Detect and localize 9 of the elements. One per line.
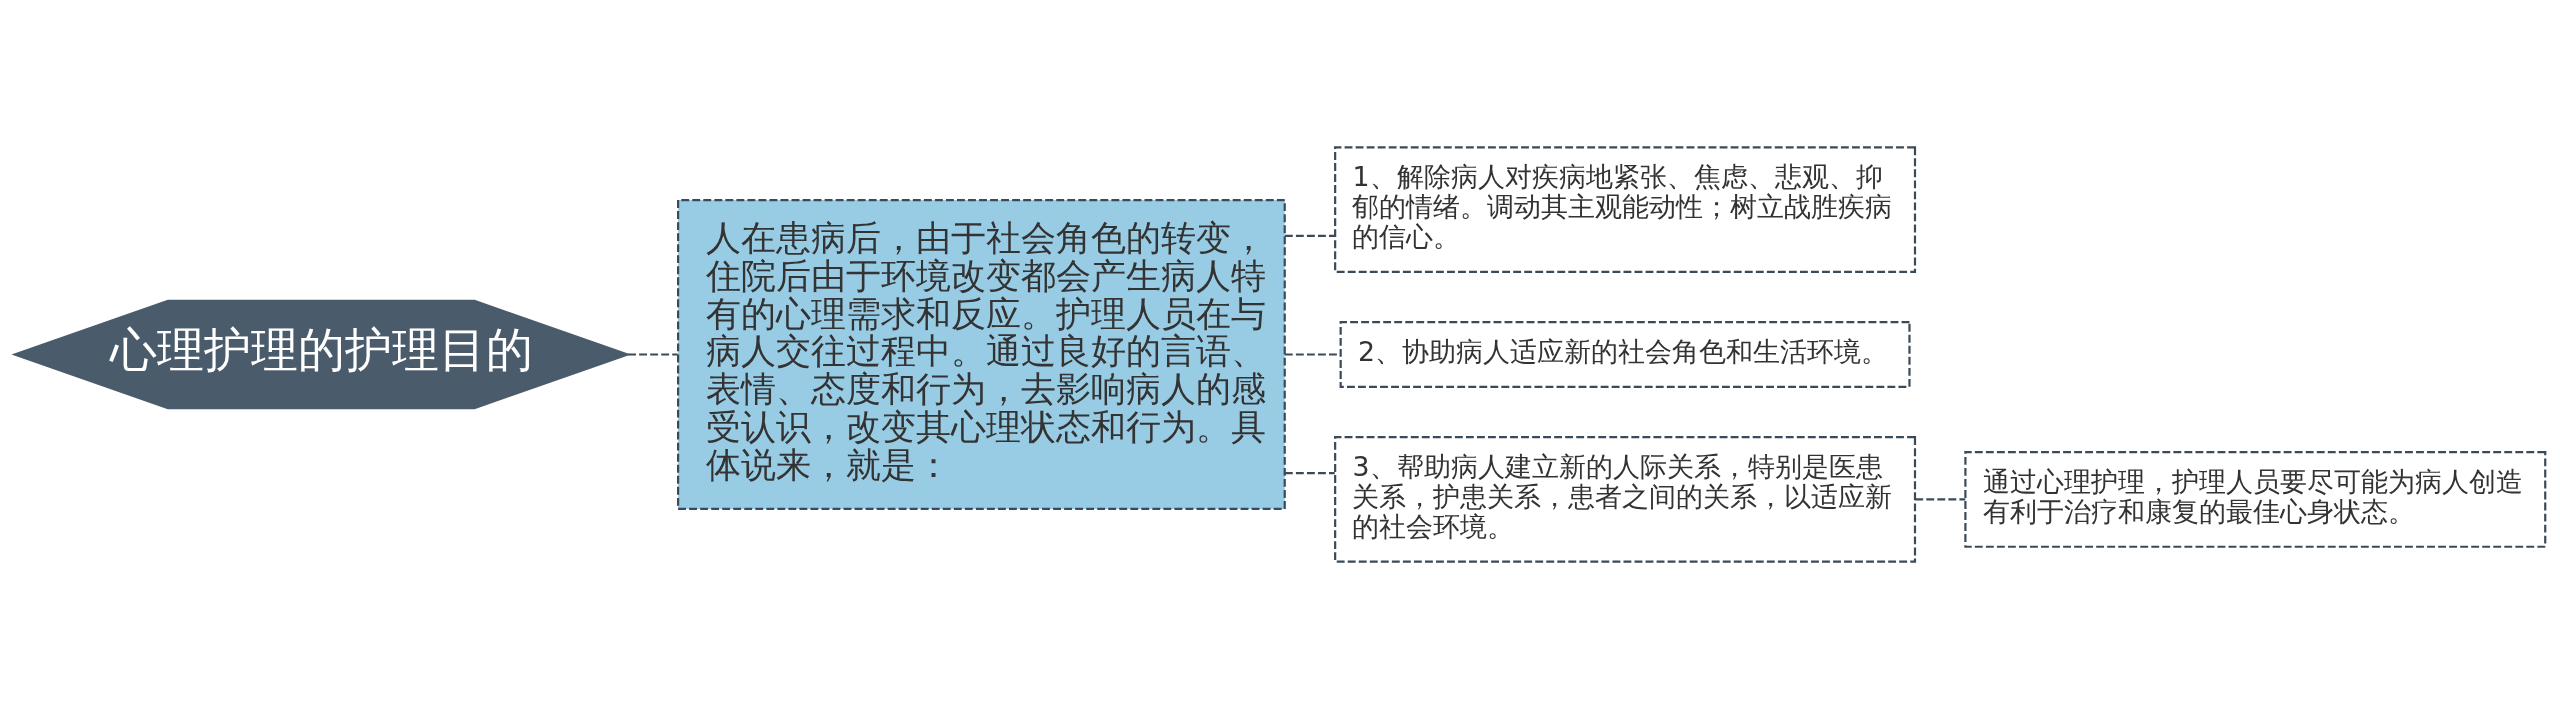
node-box: 通过心理护理，护理人员要尽可能为病人创造有利于治疗和康复的最佳心身状态。 xyxy=(1964,450,2547,548)
connector xyxy=(628,352,678,356)
connector xyxy=(1915,497,1966,501)
connector xyxy=(1284,234,1335,237)
node-box: 人在患病后，由于社会角色的转变，住院后由于环境改变都会产生病人特有的心理需求和反应。护理人员在与病人交往过程中。通过良好的言语、表情、态度和行为，去影响病人的感受认识，改变其心理状态和行为。具体说来，就是： xyxy=(677,198,1286,510)
node-box: 2、协助病人适应新的社会角色和生活环境。 xyxy=(1339,320,1911,388)
node-box: 3、帮助病人建立新的人际关系，特别是医患关系，护患关系，患者之间的关系，以适应新的社会环境。 xyxy=(1334,435,1917,563)
node-box: 1、解除病人对疾病地紧张、焦虑、悲观、抑郁的情绪。调动其主观能动性；树立战胜疾病的信心。 xyxy=(1334,145,1917,273)
connector xyxy=(1284,471,1335,474)
